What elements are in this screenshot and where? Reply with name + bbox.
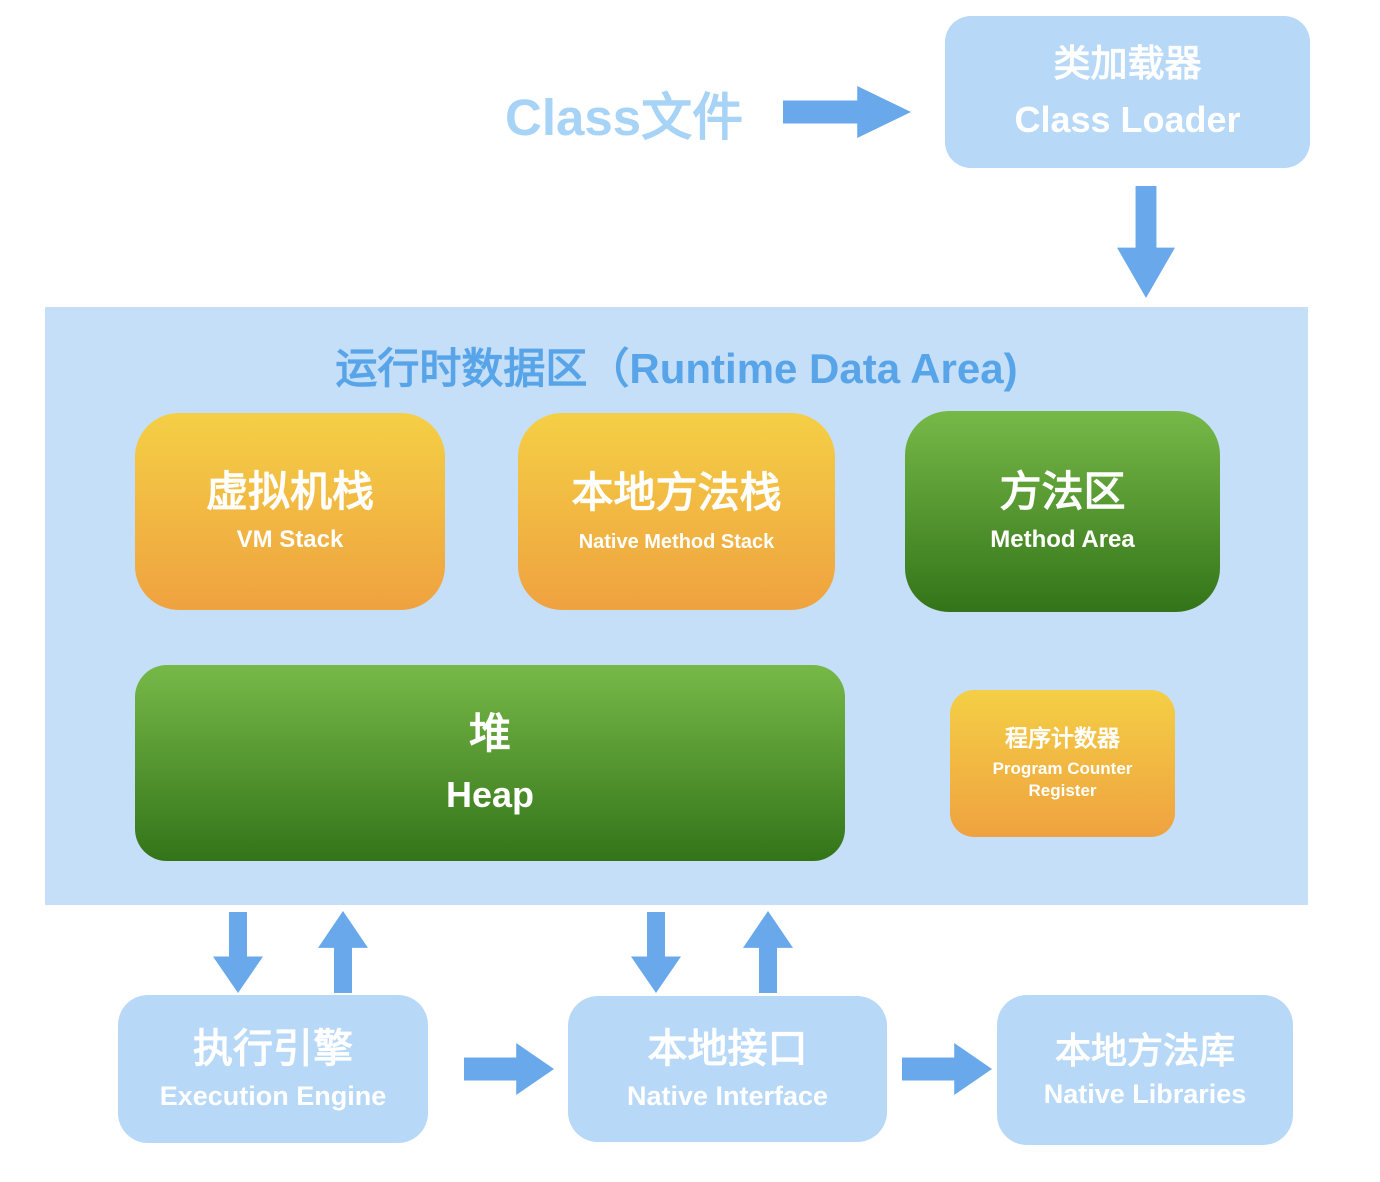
arrow-down-icon [1117,186,1175,298]
execution-engine-box: 执行引擎 Execution Engine [118,995,428,1143]
native-libraries-box: 本地方法库 Native Libraries [997,995,1293,1145]
native-interface-label-en: Native Interface [626,1080,829,1111]
class-loader-label-en: Class Loader [1014,98,1241,140]
native-libraries-label-zh: 本地方法库 [1054,1030,1235,1072]
heap-label-zh: 堆 [468,710,511,758]
program-counter-register-box: 程序计数器 Program Counter Register [950,690,1175,837]
vm-stack-label-zh: 虚拟机栈 [205,467,374,515]
runtime-data-area-title: 运行时数据区（Runtime Data Area) [335,345,1018,392]
native-interface-box: 本地接口 Native Interface [568,996,887,1142]
execution-engine-label-zh: 执行引擎 [193,1026,353,1071]
class-loader-label-zh: 类加载器 [1053,43,1202,85]
vm-stack-label-en: VM Stack [236,526,344,554]
pc-register-label-zh: 程序计数器 [1005,725,1120,752]
pc-register-label-en: Program Counter Register [992,758,1133,800]
arrow-right-icon [464,1043,554,1095]
arrow-down-icon [213,912,263,993]
native-method-stack-box: 本地方法栈 Native Method Stack [518,413,835,610]
vm-stack-box: 虚拟机栈 VM Stack [135,413,445,610]
runtime-data-area-container: 运行时数据区（Runtime Data Area) 虚拟机栈 VM Stack … [45,307,1308,905]
method-area-label-en: Method Area [990,526,1135,554]
execution-engine-label-en: Execution Engine [159,1080,387,1111]
arrow-right-icon [783,86,911,138]
arrow-up-icon [743,911,793,993]
class-file-label: Class文件 [505,89,744,146]
method-area-label-zh: 方法区 [999,467,1126,515]
arrow-right-icon [902,1043,992,1095]
native-method-stack-label-en: Native Method Stack [578,530,775,553]
heap-label-en: Heap [445,773,535,815]
native-interface-label-zh: 本地接口 [647,1026,808,1071]
class-loader-box: 类加载器 Class Loader [945,16,1310,168]
arrow-up-icon [318,911,368,993]
native-method-stack-label-zh: 本地方法栈 [571,469,782,517]
native-libraries-label-en: Native Libraries [1043,1078,1247,1109]
arrow-down-icon [631,912,681,993]
method-area-box: 方法区 Method Area [905,411,1220,612]
heap-box: 堆 Heap [135,665,845,861]
